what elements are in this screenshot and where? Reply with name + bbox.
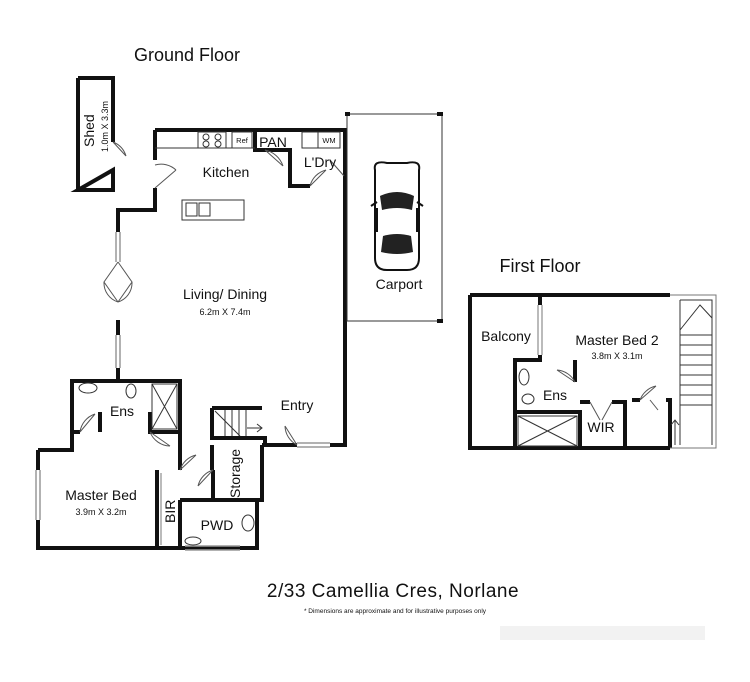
wir-label: WIR [587, 419, 614, 435]
watermark [500, 626, 705, 640]
shed-dimensions: 1.0m X 3.3m [100, 101, 110, 152]
first-floor-door-swings [556, 369, 659, 421]
door-swings [79, 149, 345, 487]
master-bed-dimensions: 3.9m X 3.2m [75, 507, 126, 517]
ground-ens-fixtures [78, 382, 178, 430]
ground-ens-label: Ens [110, 403, 134, 419]
fridge-label: Ref [236, 136, 249, 145]
first-floor-walls [468, 293, 672, 450]
first-ens-fixtures [517, 368, 578, 447]
ground-floor-title: Ground Floor [134, 45, 240, 65]
entry-label: Entry [281, 397, 314, 413]
pwd-fixtures [184, 514, 255, 546]
shed-door [112, 141, 127, 157]
washing-machine-label: WM [322, 136, 335, 145]
carport [345, 112, 443, 323]
balcony-label: Balcony [481, 328, 531, 344]
ground-windows [35, 232, 330, 551]
pwd-label: PWD [201, 517, 234, 533]
kitchen-label: Kitchen [203, 164, 250, 180]
dimensions-disclaimer: * Dimensions are approximate and for ill… [304, 608, 487, 615]
first-floor-thin-walls [537, 294, 717, 449]
bir-label: BIR [162, 500, 178, 523]
master-bed-label: Master Bed [65, 487, 137, 503]
laundry-label: L'Dry [304, 154, 336, 170]
master-bed-2-dimensions: 3.8m X 3.1m [591, 351, 642, 361]
storage-label: Storage [227, 449, 243, 498]
shed-walls [70, 76, 115, 192]
master-bed-2-label: Master Bed 2 [575, 332, 658, 348]
living-dining-label: Living/ Dining [183, 286, 267, 302]
carport-label: Carport [376, 276, 423, 292]
living-dining-dimensions: 6.2m X 7.4m [199, 307, 250, 317]
first-floor-stairs [670, 299, 713, 445]
first-floor-title: First Floor [500, 256, 581, 276]
ground-floor-walls [36, 128, 347, 550]
pantry-label: PAN [259, 134, 287, 150]
first-ens-label: Ens [543, 387, 567, 403]
car-icon [370, 161, 424, 271]
property-address: 2/33 Camellia Cres, Norlane [267, 581, 519, 602]
kitchen-fixtures [155, 131, 341, 221]
ground-stairs [214, 410, 263, 437]
shed-label: Shed [81, 114, 97, 147]
